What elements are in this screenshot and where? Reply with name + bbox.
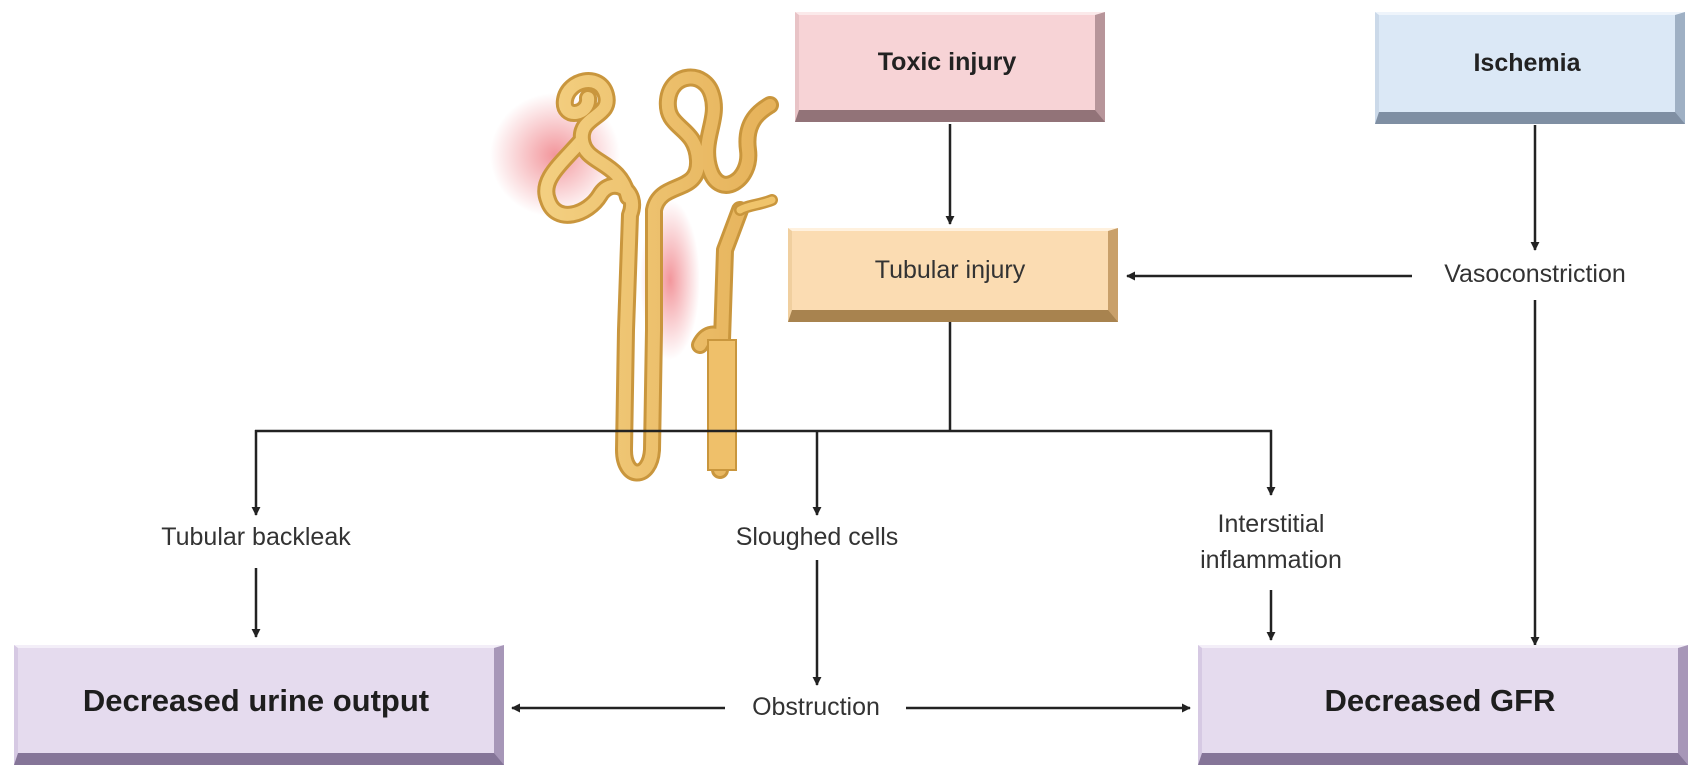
connectors	[255, 124, 1535, 708]
nephron-tubule-illustration	[490, 78, 772, 473]
decreased-urine-output-label: Decreased urine output	[83, 683, 429, 719]
decreased-gfr-label: Decreased GFR	[1325, 683, 1556, 719]
obstruction-label: Obstruction	[728, 692, 904, 723]
ischemia-box: Ischemia	[1375, 12, 1685, 124]
decreased-urine-output-box: Decreased urine output	[14, 645, 504, 765]
vasoconstriction-label: Vasoconstriction	[1412, 259, 1658, 290]
interstitial-inflammation-label: Interstitial inflammation	[1176, 506, 1366, 578]
toxic-injury-label: Toxic injury	[878, 48, 1016, 77]
tubular-backleak-label: Tubular backleak	[116, 522, 396, 553]
interstitial-line1: Interstitial	[1176, 506, 1366, 542]
tubular-injury-label: Tubular injury	[875, 256, 1026, 285]
interstitial-line2: inflammation	[1176, 542, 1366, 578]
toxic-injury-box: Toxic injury	[795, 12, 1105, 122]
ischemia-label: Ischemia	[1473, 49, 1580, 78]
decreased-gfr-box: Decreased GFR	[1198, 645, 1688, 765]
tubular-injury-box: Tubular injury	[788, 228, 1118, 322]
sloughed-cells-label: Sloughed cells	[697, 522, 937, 553]
collecting-duct	[708, 340, 736, 470]
